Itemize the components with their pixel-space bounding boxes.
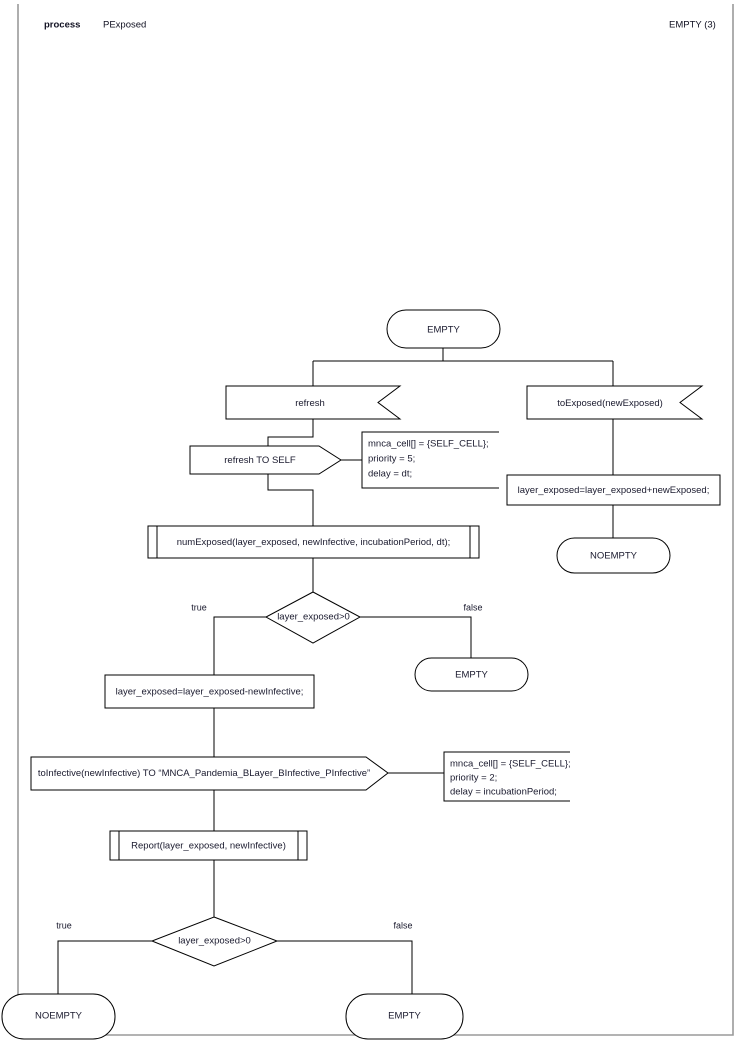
comment-to-infective: mnca_cell[] = {SELF_CELL}; priority = 2;… bbox=[443, 751, 571, 802]
decision-2-true-label: true bbox=[56, 920, 72, 930]
state-noempty-right[interactable]: NOEMPTY bbox=[556, 537, 671, 574]
output-refresh-to-self-label: refresh TO SELF bbox=[224, 455, 296, 466]
input-refresh[interactable]: refresh bbox=[225, 385, 402, 420]
decision-layer-exposed-1[interactable]: layer_exposed>0 true false bbox=[191, 591, 483, 644]
comment-refresh: mnca_cell[] = {SELF_CELL}; priority = 5;… bbox=[361, 431, 499, 489]
task-add-exposed[interactable]: layer_exposed=layer_exposed+newExposed; bbox=[506, 474, 721, 506]
task-sub-infective[interactable]: layer_exposed=layer_exposed-newInfective… bbox=[104, 674, 315, 709]
output-refresh-to-self[interactable]: refresh TO SELF bbox=[189, 445, 342, 475]
state-empty-start-label: EMPTY bbox=[427, 325, 460, 336]
page-marker: EMPTY (3) bbox=[669, 20, 716, 31]
input-refresh-label: refresh bbox=[295, 398, 325, 409]
comment-to-infective-line-3: delay = incubationPeriod; bbox=[450, 787, 557, 798]
state-empty-mid[interactable]: EMPTY bbox=[414, 657, 529, 692]
task-add-exposed-shape[interactable] bbox=[506, 474, 721, 506]
comment-to-infective-line-1: mnca_cell[] = {SELF_CELL}; bbox=[450, 759, 571, 770]
edge-decision1-false bbox=[360, 616, 472, 658]
comment-refresh-line-1: mnca_cell[] = {SELF_CELL}; bbox=[368, 439, 489, 450]
input-to-exposed[interactable]: toExposed(newExposed) bbox=[526, 385, 704, 420]
state-noempty-right-shape[interactable] bbox=[556, 537, 671, 574]
process-keyword: process bbox=[44, 20, 80, 31]
state-empty-mid-label: EMPTY bbox=[455, 670, 488, 681]
decision-layer-exposed-2-label: layer_exposed>0 bbox=[178, 936, 251, 947]
decision-layer-exposed-1-label: layer_exposed>0 bbox=[277, 612, 350, 623]
comment-to-infective-bracket bbox=[443, 751, 570, 802]
decision-2-false-label: false bbox=[393, 920, 412, 930]
state-noempty-bottom[interactable]: NOEMPTY bbox=[1, 993, 116, 1040]
procedure-report[interactable]: Report(layer_exposed, newInfective) bbox=[109, 830, 308, 861]
edge-output-to-proc bbox=[267, 474, 314, 526]
state-noempty-bottom-shape[interactable] bbox=[1, 993, 116, 1040]
state-empty-mid-shape[interactable] bbox=[414, 657, 529, 692]
state-noempty-bottom-label: NOEMPTY bbox=[35, 1011, 83, 1022]
decision-layer-exposed-1-shape[interactable] bbox=[264, 591, 362, 644]
output-refresh-to-self-shape[interactable] bbox=[189, 445, 342, 475]
input-refresh-shape[interactable] bbox=[225, 385, 402, 420]
output-to-infective[interactable]: toInfective(newInfective) TO “MNCA_Pande… bbox=[30, 756, 389, 791]
task-sub-infective-shape[interactable] bbox=[104, 674, 315, 709]
input-to-exposed-shape[interactable] bbox=[526, 385, 704, 420]
edge-decision1-true bbox=[213, 616, 266, 675]
edge-decision2-false bbox=[277, 940, 413, 994]
task-add-exposed-label: layer_exposed=layer_exposed+newExposed; bbox=[518, 485, 710, 496]
decision-layer-exposed-2[interactable]: layer_exposed>0 true false bbox=[56, 916, 413, 967]
comment-refresh-line-2: priority = 5; bbox=[368, 454, 415, 465]
edge-refresh-to-output bbox=[267, 419, 314, 446]
state-empty-bottom-label: EMPTY bbox=[388, 1011, 421, 1022]
procedure-num-exposed-shape[interactable] bbox=[147, 525, 480, 559]
procedure-report-label: Report(layer_exposed, newInfective) bbox=[131, 841, 286, 852]
comment-refresh-bracket bbox=[361, 431, 499, 489]
edge-decision2-true bbox=[57, 940, 152, 994]
state-empty-start-shape[interactable] bbox=[386, 309, 501, 349]
output-to-infective-label: toInfective(newInfective) TO “MNCA_Pande… bbox=[38, 768, 370, 779]
output-to-infective-shape[interactable] bbox=[30, 756, 389, 791]
page-frame bbox=[17, 4, 734, 1036]
connectors bbox=[57, 348, 614, 994]
state-noempty-right-label: NOEMPTY bbox=[590, 551, 638, 562]
comment-to-infective-line-2: priority = 2; bbox=[450, 773, 497, 784]
state-empty-bottom[interactable]: EMPTY bbox=[345, 993, 464, 1040]
state-empty-bottom-shape[interactable] bbox=[345, 993, 464, 1040]
decision-1-false-label: false bbox=[463, 602, 482, 612]
state-empty-start[interactable]: EMPTY bbox=[386, 309, 501, 349]
decision-1-true-label: true bbox=[191, 602, 207, 612]
comment-refresh-line-3: delay = dt; bbox=[368, 469, 412, 480]
decision-layer-exposed-2-shape[interactable] bbox=[150, 916, 279, 967]
procedure-report-shape[interactable] bbox=[109, 830, 308, 861]
process-name: PExposed bbox=[103, 20, 146, 31]
procedure-num-exposed[interactable]: numExposed(layer_exposed, newInfective, … bbox=[147, 525, 480, 559]
input-to-exposed-label: toExposed(newExposed) bbox=[557, 398, 663, 409]
task-sub-infective-label: layer_exposed=layer_exposed-newInfective… bbox=[116, 687, 304, 698]
procedure-num-exposed-label: numExposed(layer_exposed, newInfective, … bbox=[177, 537, 451, 548]
